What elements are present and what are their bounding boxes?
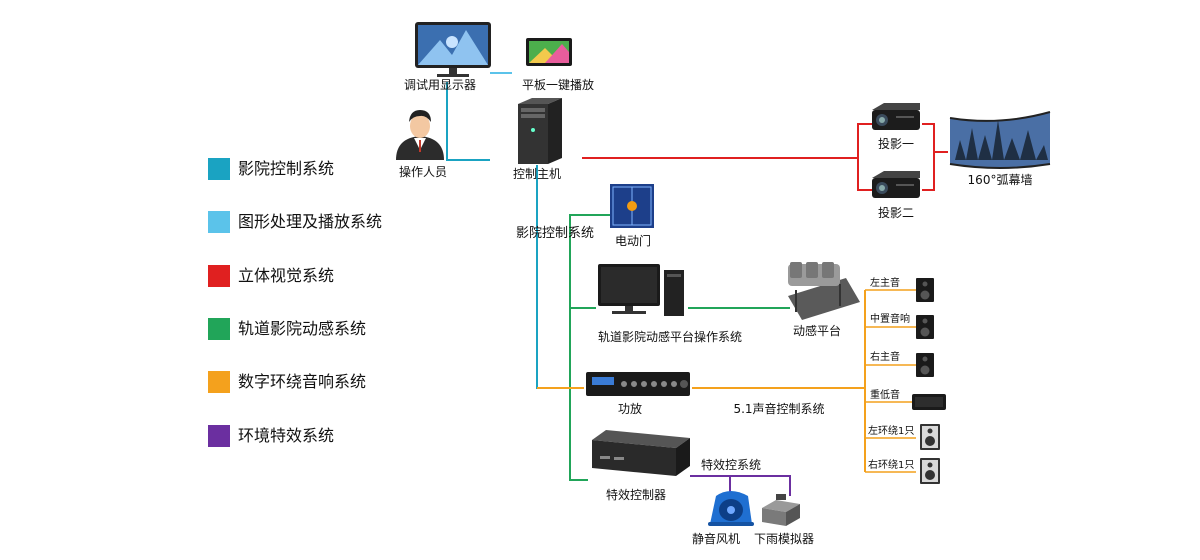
- legend-swatch: [208, 211, 230, 233]
- desktop-computer-icon: [598, 264, 684, 316]
- operator-host-link: [446, 82, 490, 161]
- legend-swatch: [208, 158, 230, 180]
- effects-link-label: 特效控系统: [700, 458, 762, 472]
- legend-label: 数字环绕音响系统: [238, 372, 367, 391]
- legend-swatch: [208, 371, 230, 393]
- rain-label: 下雨模拟器: [753, 532, 815, 546]
- operator-label: 操作人员: [398, 165, 448, 179]
- screen-link: [922, 123, 948, 191]
- speaker-icon: [916, 315, 934, 339]
- speaker-icon: [916, 353, 934, 377]
- tablet-icon: [526, 38, 572, 66]
- legend-label: 环境特效系统: [238, 426, 335, 445]
- monitor-icon: [415, 22, 491, 77]
- audio-link-label: 5.1声音控制系统: [733, 402, 825, 416]
- effects-controller-label: 特效控制器: [605, 488, 667, 502]
- electric-door-label: 电动门: [614, 234, 652, 248]
- speaker-branches: [865, 289, 916, 473]
- control-host-label: 控制主机: [512, 167, 562, 181]
- speaker-label: 右环绕1只: [868, 460, 915, 471]
- controller-box-icon: [592, 430, 690, 476]
- motion-platform-icon: [788, 262, 860, 320]
- speaker-label: 重低音: [870, 390, 900, 401]
- legend-swatch: [208, 318, 230, 340]
- person-icon: [396, 110, 444, 160]
- tablet-label: 平板一键播放: [521, 78, 595, 92]
- legend-label: 图形处理及播放系统: [238, 212, 383, 231]
- fan-label: 静音风机: [691, 532, 741, 546]
- speaker-icon: [920, 458, 940, 484]
- pc-tower-icon: [518, 98, 562, 164]
- cinema-control-link: [536, 165, 570, 389]
- projector-icon: [872, 171, 920, 198]
- debug-monitor-label: 调试用显示器: [403, 78, 477, 92]
- speaker-label: 左主音: [870, 278, 900, 289]
- motion-platform-label: 动感平台: [792, 324, 842, 338]
- projector-1-label: 投影一: [877, 137, 915, 151]
- legend-label: 轨道影院动感系统: [238, 319, 367, 338]
- speaker-icon: [916, 278, 934, 302]
- amplifier-label: 功放: [617, 402, 643, 416]
- rain-machine-icon: [762, 494, 800, 526]
- curved-screen-label: 160°弧幕墙: [967, 173, 1033, 187]
- speaker-icon: [920, 424, 940, 450]
- projector-2-label: 投影二: [877, 206, 915, 220]
- curved-screen-icon: [949, 111, 1051, 169]
- legend-label: 影院控制系统: [238, 159, 335, 178]
- fan-icon: [708, 491, 754, 526]
- cinema-control-link-label: 影院控制系统: [516, 226, 595, 241]
- legend-swatch: [208, 425, 230, 447]
- speaker-label: 左环绕1只: [868, 426, 915, 437]
- speaker-label: 中置音响: [870, 314, 910, 325]
- projector-split-link: [857, 123, 872, 191]
- subwoofer-icon: [912, 394, 946, 410]
- door-icon: [610, 184, 654, 228]
- legend-label: 立体视觉系统: [238, 266, 335, 285]
- projector-icon: [872, 103, 920, 130]
- speaker-label: 右主音: [870, 352, 900, 363]
- motion-os-label: 轨道影院动感平台操作系统: [597, 330, 743, 344]
- amplifier-icon: [586, 372, 690, 396]
- motion-trunk-link: [569, 214, 610, 481]
- legend-swatch: [208, 265, 230, 287]
- effects-link: [690, 475, 791, 496]
